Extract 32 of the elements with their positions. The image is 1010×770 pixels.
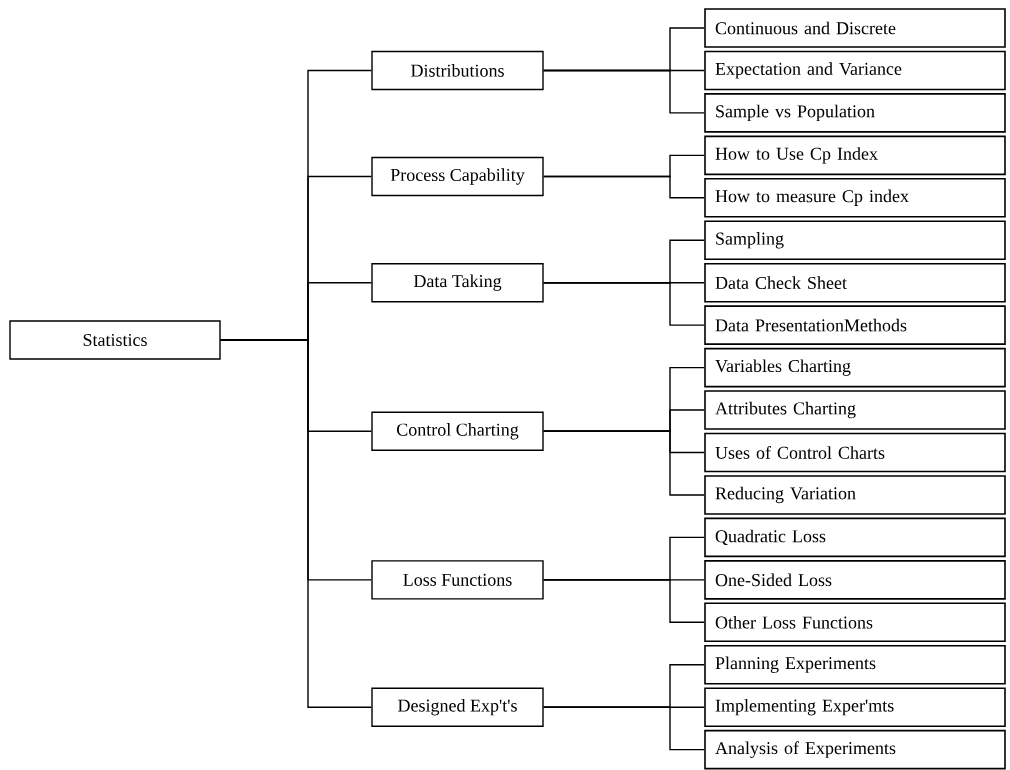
leaf-box: Planning Experiments: [704, 644, 1006, 685]
connector-line: [543, 706, 705, 751]
category-box: Loss Functions: [371, 560, 544, 600]
leaf-box: Implementing Exper'mts: [704, 687, 1006, 727]
connector-line: [543, 430, 705, 496]
category-box: Process Capability: [371, 156, 544, 197]
connector-line: [543, 69, 705, 114]
leaf-box: Other Loss Functions: [704, 602, 1006, 643]
connector-line: [543, 282, 705, 326]
leaf-box: Analysis of Experiments: [704, 729, 1006, 770]
category-box: Designed Exp't's: [371, 687, 544, 727]
leaf-box: Continuous and Discrete: [704, 8, 1006, 48]
leaf-box: Reducing Variation: [704, 475, 1006, 515]
leaf-box: How to Use Cp Index: [704, 135, 1006, 176]
category-box: Distributions: [371, 50, 544, 91]
leaf-box: Data PresentationMethods: [704, 305, 1006, 345]
category-box: Data Taking: [371, 263, 544, 303]
leaf-box: Data Check Sheet: [704, 262, 1006, 303]
connector-line: [543, 175, 705, 199]
leaf-box: Variables Charting: [704, 347, 1006, 388]
connector-line: [543, 579, 705, 623]
leaf-box: Quadratic Loss: [704, 517, 1006, 558]
leaf-box: Sampling: [704, 220, 1006, 261]
leaf-box: One-Sided Loss: [704, 560, 1006, 600]
leaf-box: Sample vs Population: [704, 93, 1006, 133]
category-box: Control Charting: [371, 411, 544, 451]
root-box: Statistics: [9, 320, 221, 360]
leaf-box: Uses of Control Charts: [704, 432, 1006, 473]
leaf-box: Attributes Charting: [704, 390, 1006, 430]
connector-line: [220, 339, 372, 708]
leaf-box: How to measure Cp index: [704, 178, 1006, 218]
leaf-box: Expectation and Variance: [704, 50, 1006, 91]
